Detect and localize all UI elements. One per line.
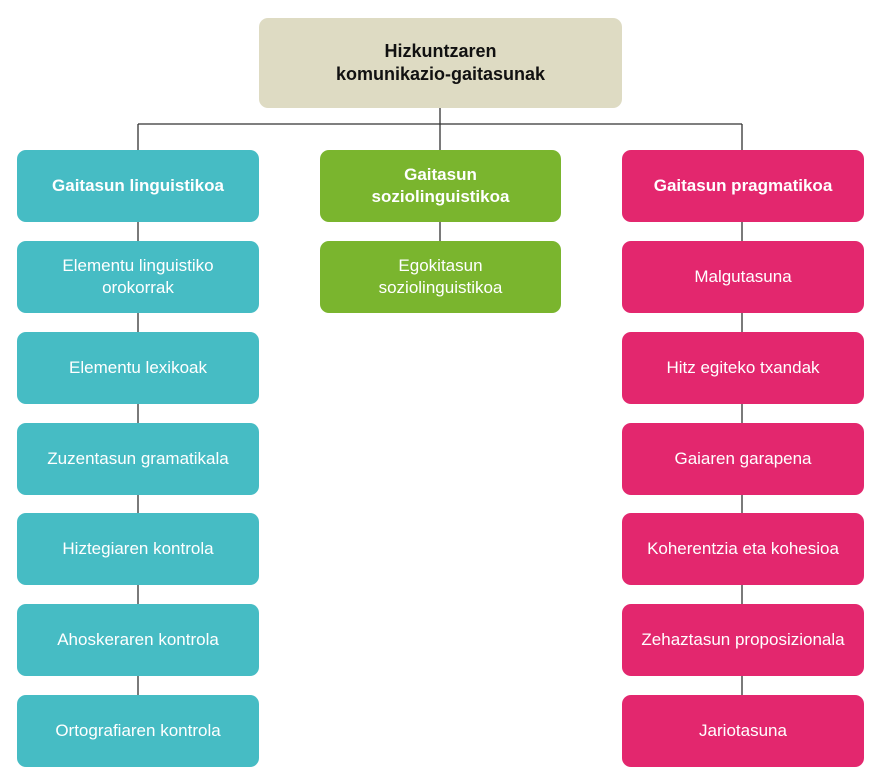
linguistic-item: Ahoskeraren kontrola [17, 604, 259, 676]
item-label: Jariotasuna [699, 720, 787, 740]
pragmatic-competence-header: Gaitasun pragmatikoa [622, 150, 864, 222]
pragmatic-item: Malgutasuna [622, 241, 864, 313]
root-label-line2: komunikazio-gaitasunak [335, 64, 546, 84]
item-label-line2: soziolinguistikoa [378, 278, 503, 297]
pragmatic-item: Koherentzia eta kohesioa [622, 513, 864, 585]
item-label: Zehaztasun proposizionala [641, 629, 845, 649]
item-label: Malgutasuna [694, 266, 792, 286]
linguistic-item: Ortografiaren kontrola [17, 695, 259, 767]
pragmatic-item: Jariotasuna [622, 695, 864, 767]
item-label: Hiztegiaren kontrola [62, 538, 214, 558]
root-node: Hizkuntzaren komunikazio-gaitasunak [259, 18, 622, 108]
root-label-line1: Hizkuntzaren [384, 40, 497, 61]
header-label: Gaitasun pragmatikoa [653, 175, 833, 195]
linguistic-competence-header: Gaitasun linguistikoa [17, 150, 259, 222]
pragmatic-item: Hitz egiteko txandak [622, 332, 864, 404]
item-label-line2: orokorrak [102, 278, 174, 297]
header-label-line1: Gaitasun [404, 164, 477, 184]
item-label-line1: Elementu linguistiko [62, 255, 214, 275]
item-label: Gaiaren garapena [674, 448, 812, 468]
pragmatic-item: Gaiaren garapena [622, 423, 864, 495]
item-label: Elementu lexikoak [69, 357, 207, 377]
item-label-line1: Egokitasun [398, 255, 483, 275]
item-label: Hitz egiteko txandak [666, 357, 820, 377]
pragmatic-item: Zehaztasun proposizionala [622, 604, 864, 676]
linguistic-item: Elementu linguistiko orokorrak [17, 241, 259, 313]
sociolinguistic-competence-header: Gaitasun soziolinguistikoa [320, 150, 561, 222]
item-label: Ahoskeraren kontrola [57, 629, 219, 649]
header-label: Gaitasun linguistikoa [52, 175, 224, 195]
item-label: Zuzentasun gramatikala [47, 448, 229, 468]
linguistic-item: Hiztegiaren kontrola [17, 513, 259, 585]
linguistic-item: Elementu lexikoak [17, 332, 259, 404]
linguistic-item: Zuzentasun gramatikala [17, 423, 259, 495]
item-label: Ortografiaren kontrola [55, 720, 221, 740]
item-label: Koherentzia eta kohesioa [647, 538, 839, 558]
header-label-line2: soziolinguistikoa [371, 187, 510, 206]
sociolinguistic-item: Egokitasun soziolinguistikoa [320, 241, 561, 313]
